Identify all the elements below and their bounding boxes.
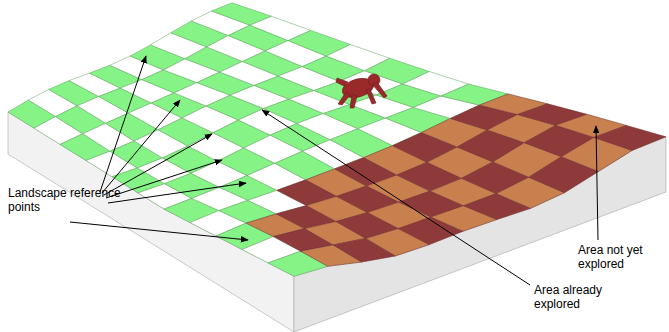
leader-line [70, 222, 248, 240]
leader-line [104, 134, 212, 195]
terrain-tiles [8, 3, 666, 277]
block-right-face [294, 137, 666, 332]
leader-line [102, 100, 180, 193]
callout-label: Area not yet explored [578, 243, 662, 271]
terrain-block-sides [8, 112, 666, 332]
callout-label: Landscape reference points [8, 186, 126, 214]
terrain-tile [594, 125, 666, 150]
explorer-figure [336, 74, 387, 108]
leader-line [262, 110, 530, 285]
callout-label: Area already explored [534, 283, 618, 311]
leader-line [596, 126, 598, 240]
leader-line [108, 183, 246, 203]
leader-line [106, 160, 222, 198]
leader-line [100, 56, 146, 192]
